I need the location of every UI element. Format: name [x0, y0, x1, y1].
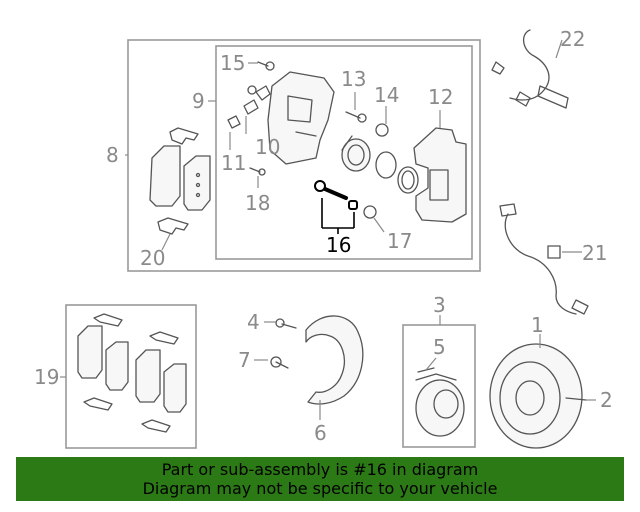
- bolts-4-7-drawing: [270, 318, 297, 369]
- callout-1: 1: [531, 313, 544, 337]
- callout-11: 11: [221, 151, 246, 175]
- rotor-drawing: [489, 343, 587, 449]
- sensor-21-drawing: [499, 203, 589, 315]
- callout-9: 9: [192, 89, 205, 113]
- callout-7: 7: [238, 348, 251, 372]
- callout-8: 8: [106, 143, 119, 167]
- small-parts: [227, 61, 389, 219]
- hub-drawing: [415, 367, 465, 437]
- caliper-bracket-drawing: [413, 127, 467, 223]
- brake-pads-drawing: [149, 127, 211, 235]
- piston-drawing: [341, 135, 419, 194]
- callout-22: 22: [560, 27, 585, 51]
- callout-15: 15: [220, 51, 245, 75]
- callout-3: 3: [433, 293, 446, 317]
- callout-6: 6: [314, 421, 327, 445]
- callout-16: 16: [326, 233, 351, 257]
- callout-18: 18: [245, 191, 270, 215]
- assembly-box-9: [215, 45, 473, 260]
- callout-17: 17: [387, 229, 412, 253]
- caliper-drawing: [255, 71, 335, 165]
- callout-13: 13: [341, 67, 366, 91]
- callout-14: 14: [374, 83, 399, 107]
- callout-21: 21: [582, 241, 607, 265]
- info-banner: Part or sub-assembly is #16 in diagram D…: [16, 457, 624, 501]
- sensor-22-drawing: [491, 29, 569, 109]
- callout-4: 4: [247, 310, 260, 334]
- banner-line-2: Diagram may not be specific to your vehi…: [142, 479, 498, 498]
- brake-pads-19-drawing: [77, 313, 187, 433]
- callout-2: 2: [600, 388, 613, 412]
- assembly-box-3: [402, 324, 476, 448]
- callout-5: 5: [433, 335, 446, 359]
- callout-12: 12: [428, 85, 453, 109]
- leader-lines: [60, 39, 596, 420]
- callout-10: 10: [255, 135, 280, 159]
- banner-line-1: Part or sub-assembly is #16 in diagram: [161, 460, 479, 479]
- callout-20: 20: [140, 246, 165, 270]
- splash-shield-drawing: [305, 315, 364, 405]
- callout-19: 19: [34, 365, 59, 389]
